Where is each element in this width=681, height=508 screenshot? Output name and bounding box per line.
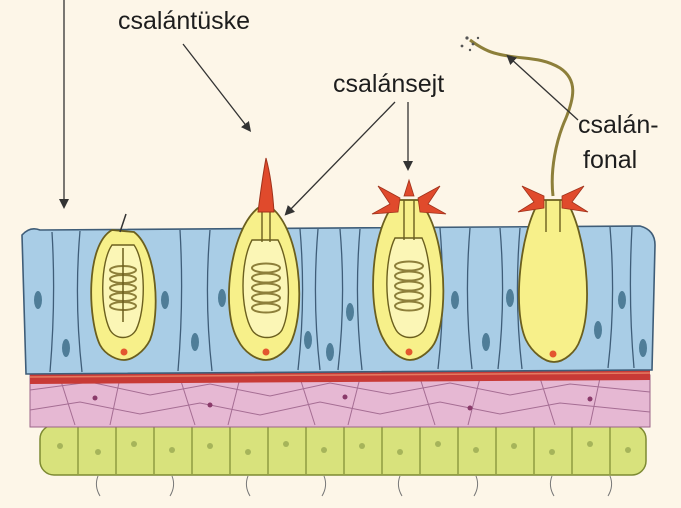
cnidocyte-3 — [372, 180, 446, 360]
arrow-cnidocil — [183, 44, 248, 128]
arrow-thread — [510, 58, 578, 120]
gastrodermis-layer — [40, 425, 646, 496]
label-cnidocyte: csalánsejt — [333, 69, 444, 99]
label-thread-line2: fonal — [583, 145, 637, 175]
label-thread-line1: csalán- — [578, 110, 659, 140]
cnidocil-2 — [258, 158, 274, 212]
discharged-thread — [470, 40, 573, 196]
arrow-cnidocyte-a — [288, 102, 395, 212]
cnidocyte-2 — [229, 158, 299, 360]
label-cnidocil: csalántüske — [118, 6, 250, 36]
